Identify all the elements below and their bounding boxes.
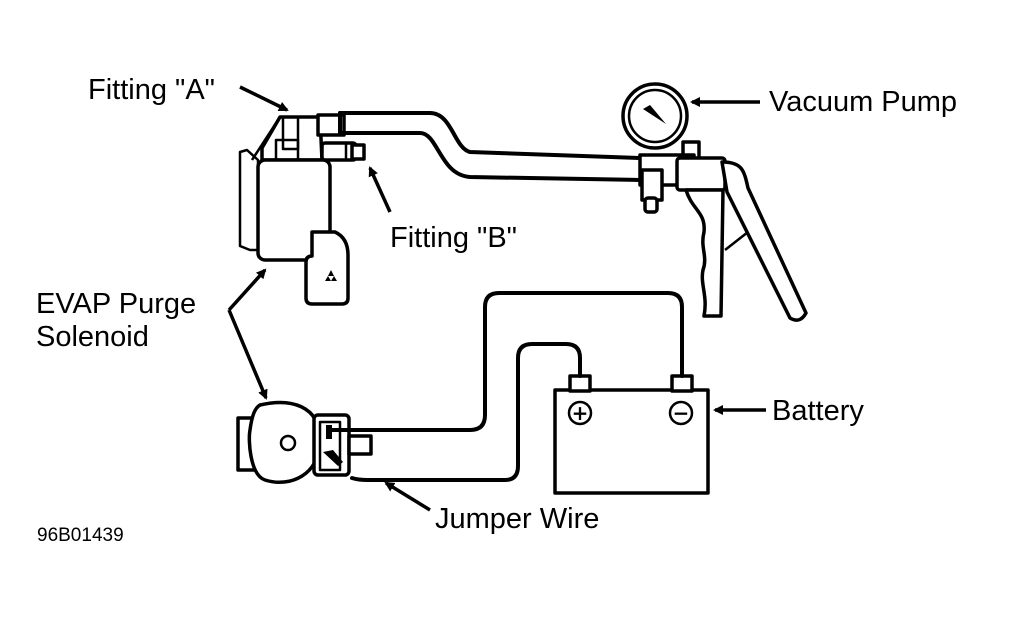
gauge-needle-icon: [643, 105, 666, 124]
label-solenoid: Solenoid: [36, 321, 149, 353]
label-fitting-a: Fitting "A": [88, 74, 215, 106]
arrow-jumper-wire: [384, 481, 431, 512]
positive-terminal-icon: [567, 400, 593, 426]
positive-post: [568, 374, 592, 393]
arrow-solenoid-top: [227, 268, 267, 312]
pump-handle: [684, 188, 725, 318]
solenoid-center-hole: [279, 434, 297, 452]
manufacturer-logo-icon: [325, 270, 337, 281]
wire-positive: [350, 342, 582, 482]
plug-pin-upper: [326, 425, 332, 439]
negative-terminal-icon: [668, 400, 694, 426]
pump-port: [640, 168, 664, 202]
arrow-solenoid-bottom: [227, 309, 268, 400]
label-battery: Battery: [772, 395, 864, 427]
solenoid-connector: [304, 230, 350, 306]
negative-post: [670, 374, 694, 393]
evap-solenoid-connector-view: [236, 400, 373, 485]
arrow-fitting-a: [239, 85, 289, 112]
vacuum-hose: [338, 111, 642, 182]
evap-solenoid-top: [238, 113, 366, 306]
negative-symbol: −: [673, 401, 690, 425]
vacuum-pump: [621, 82, 808, 322]
plug-inner: [318, 420, 342, 472]
label-vacuum-pump: Vacuum Pump: [769, 86, 957, 118]
label-jumper-wire: Jumper Wire: [435, 503, 599, 535]
fitting-block: [260, 115, 324, 162]
plug-pin-lower: [323, 450, 343, 466]
label-fitting-b: Fitting "B": [390, 222, 517, 254]
pump-trigger: [720, 160, 808, 322]
plug-latch: [347, 434, 373, 456]
mounting-bracket: [238, 148, 260, 252]
gauge-face: [627, 88, 683, 144]
fitting-b-tip: [350, 143, 366, 161]
jumper-wires: [330, 291, 684, 482]
pump-nozzle: [643, 196, 659, 214]
figure-code: 96B01439: [37, 525, 124, 546]
pump-cylinder: [675, 156, 727, 192]
fitting-a-nipple: [316, 113, 346, 137]
positive-symbol: +: [572, 401, 589, 425]
battery-case: [553, 388, 710, 495]
wire-negative: [330, 291, 684, 432]
block-edge: [250, 119, 280, 161]
label-evap-purge: EVAP Purge: [36, 288, 196, 320]
trigger-spring: [724, 231, 749, 251]
solenoid-round-body: [247, 400, 322, 485]
arrow-fitting-b: [368, 166, 392, 213]
fitting-a-stub: [281, 115, 300, 151]
battery: + −: [553, 374, 710, 495]
